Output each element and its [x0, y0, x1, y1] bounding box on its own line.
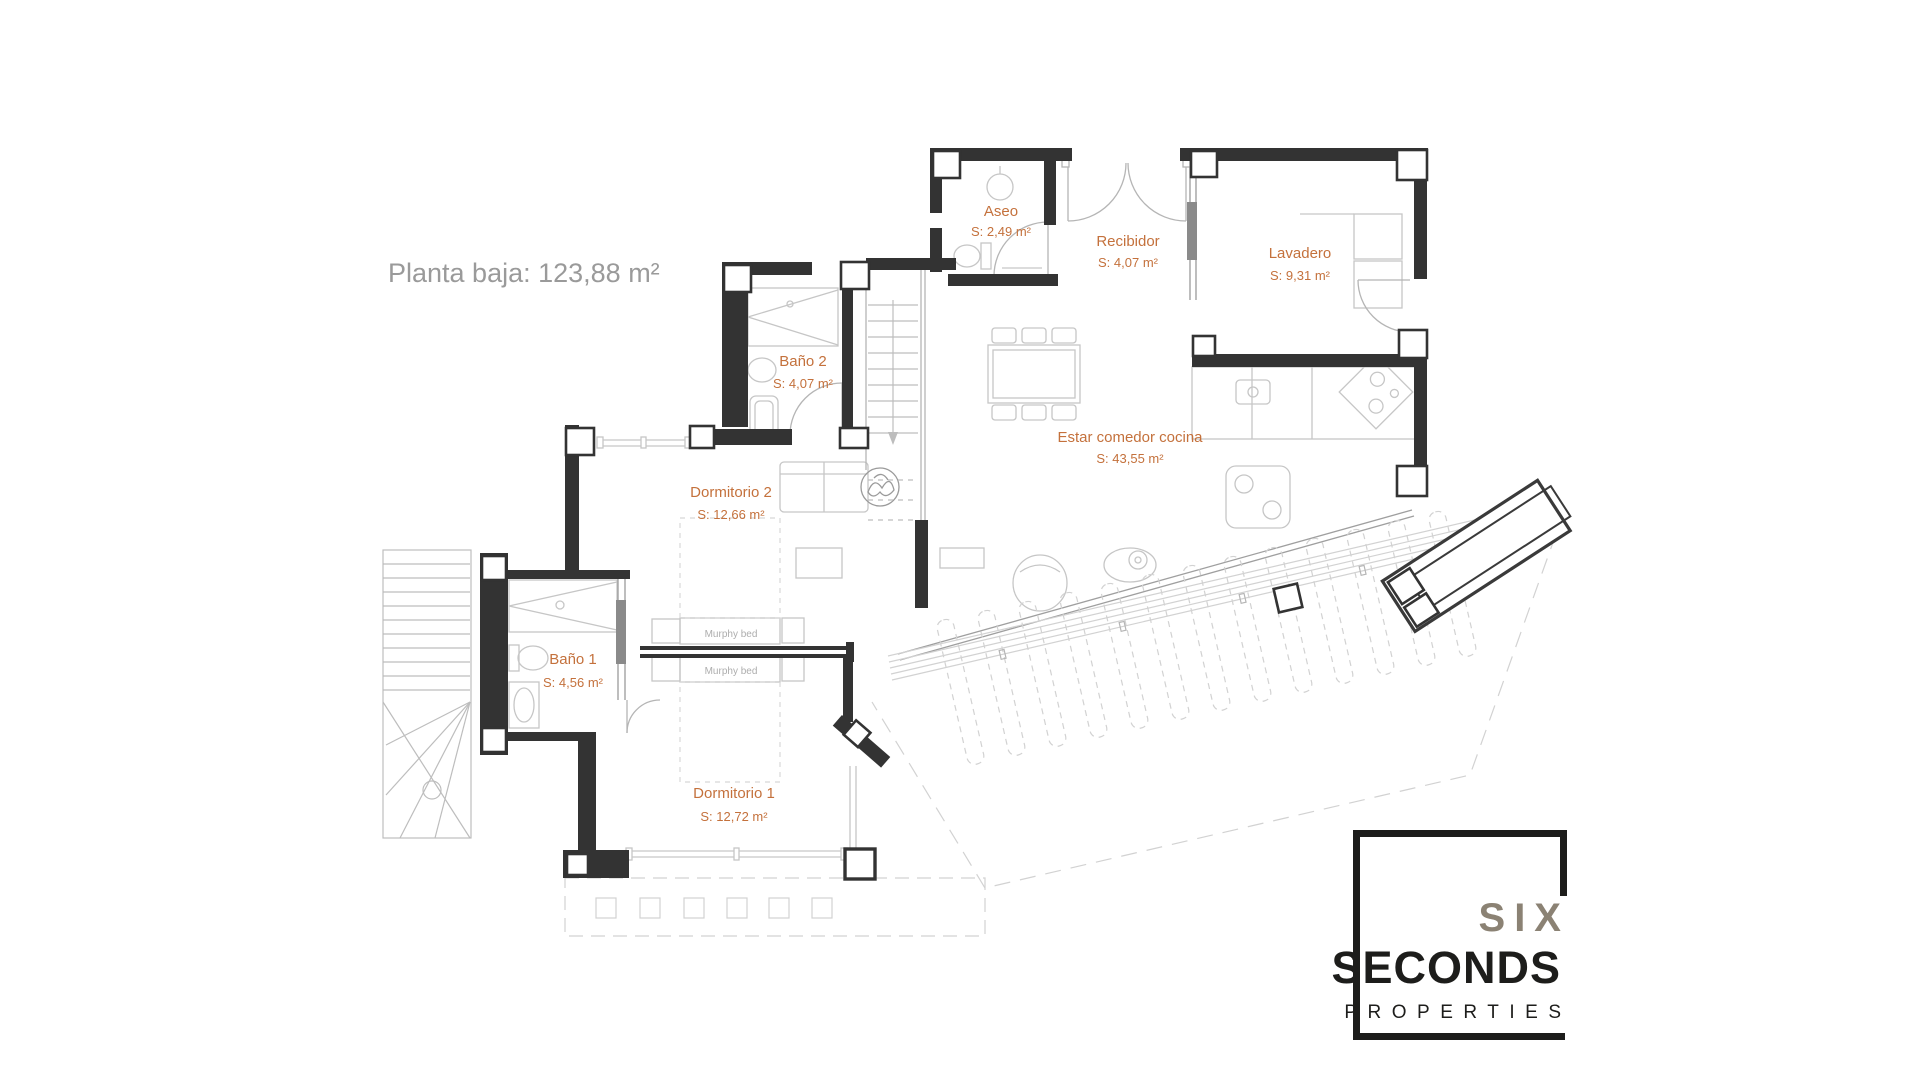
room-area-recibidor: S: 4,07 m²: [1098, 255, 1159, 270]
logo-text-six: SIX: [1478, 896, 1570, 940]
room-label-estar: Estar comedor cocina: [1057, 429, 1203, 446]
logo-text-seconds: SECONDS: [1331, 942, 1561, 993]
room-area-bano1: S: 4,56 m²: [543, 675, 604, 690]
room-label-dormitorio1: Dormitorio 1: [693, 785, 775, 802]
logo-text-properties: PROPERTIES: [1344, 1002, 1572, 1023]
logo-frame-bottom: [1353, 1033, 1565, 1040]
murphy-bed-label-2: Murphy bed: [705, 666, 758, 677]
walls-layer: [480, 148, 1428, 878]
stair-core-boundary: [865, 262, 926, 560]
murphy-bed-projections: [679, 517, 781, 783]
tv-unit-icon: [1225, 465, 1291, 529]
logo-frame-left: [1353, 830, 1360, 1040]
bath1-vanity-icon: [508, 681, 540, 729]
sofa-icon: [779, 461, 869, 513]
coffee-table-icon: [795, 547, 985, 579]
room-label-lavadero: Lavadero: [1269, 245, 1332, 262]
kitchen-hob-icon: [1338, 354, 1414, 430]
room-area-dormitorio1: S: 12,72 m²: [700, 809, 768, 824]
bath2-shower-icon: [747, 287, 839, 347]
stairs-interior: [868, 300, 918, 521]
terrace-strip: [564, 877, 986, 937]
room-area-dormitorio2: S: 12,66 m²: [697, 507, 765, 522]
window-dorm1-east: [849, 766, 857, 848]
room-label-recibidor: Recibidor: [1096, 233, 1159, 250]
aseo-sink-icon: [986, 166, 1014, 201]
pocket-door-bath1: [616, 579, 626, 700]
room-area-estar: S: 43,55 m²: [1096, 451, 1164, 466]
pocket-door-lavadero: [1187, 163, 1197, 300]
logo-frame-right: [1560, 830, 1567, 896]
room-area-bano2: S: 4,07 m²: [773, 376, 834, 391]
lavadero-appliances-icon: [1300, 213, 1403, 309]
columns-layer: [480, 148, 1429, 881]
room-label-bano2: Baño 2: [779, 353, 827, 370]
deck-boards: [936, 510, 1477, 765]
side-table-lamp-icon: [1103, 547, 1157, 583]
dining-table-icon: [987, 327, 1081, 421]
room-label-dormitorio2: Dormitorio 2: [690, 484, 772, 501]
deck-boundary: [871, 533, 1557, 889]
plant-icon: [860, 467, 900, 507]
aseo-toilet-icon: [953, 242, 1042, 270]
company-logo: SIX SECONDS PROPERTIES: [1331, 830, 1570, 1040]
stairs-main: [382, 549, 472, 839]
bath1-shower-icon: [508, 579, 618, 633]
window-dorm1-bottom: [625, 847, 848, 861]
exterior-ramp-walls: [1380, 478, 1573, 634]
kitchen-counter-icon: [1191, 366, 1425, 440]
window-dorm2-top: [596, 436, 692, 449]
murphy-bed-label-1: Murphy bed: [705, 629, 758, 640]
room-area-lavadero: S: 9,31 m²: [1270, 268, 1331, 283]
labels-layer: Planta baja: 123,88 m² Aseo S: 2,49 m² R…: [388, 203, 1331, 824]
page-title: Planta baja: 123,88 m²: [388, 258, 660, 288]
room-label-aseo: Aseo: [984, 203, 1018, 220]
bath1-toilet-icon: [508, 644, 549, 672]
furniture-layer: [508, 158, 1425, 861]
lounge-chair-icon: [1012, 554, 1068, 612]
logo-frame-top: [1353, 830, 1567, 837]
room-area-aseo: S: 2,49 m²: [971, 224, 1032, 239]
room-label-bano1: Baño 1: [549, 651, 597, 668]
terrace-glass-wall: [897, 509, 1415, 661]
